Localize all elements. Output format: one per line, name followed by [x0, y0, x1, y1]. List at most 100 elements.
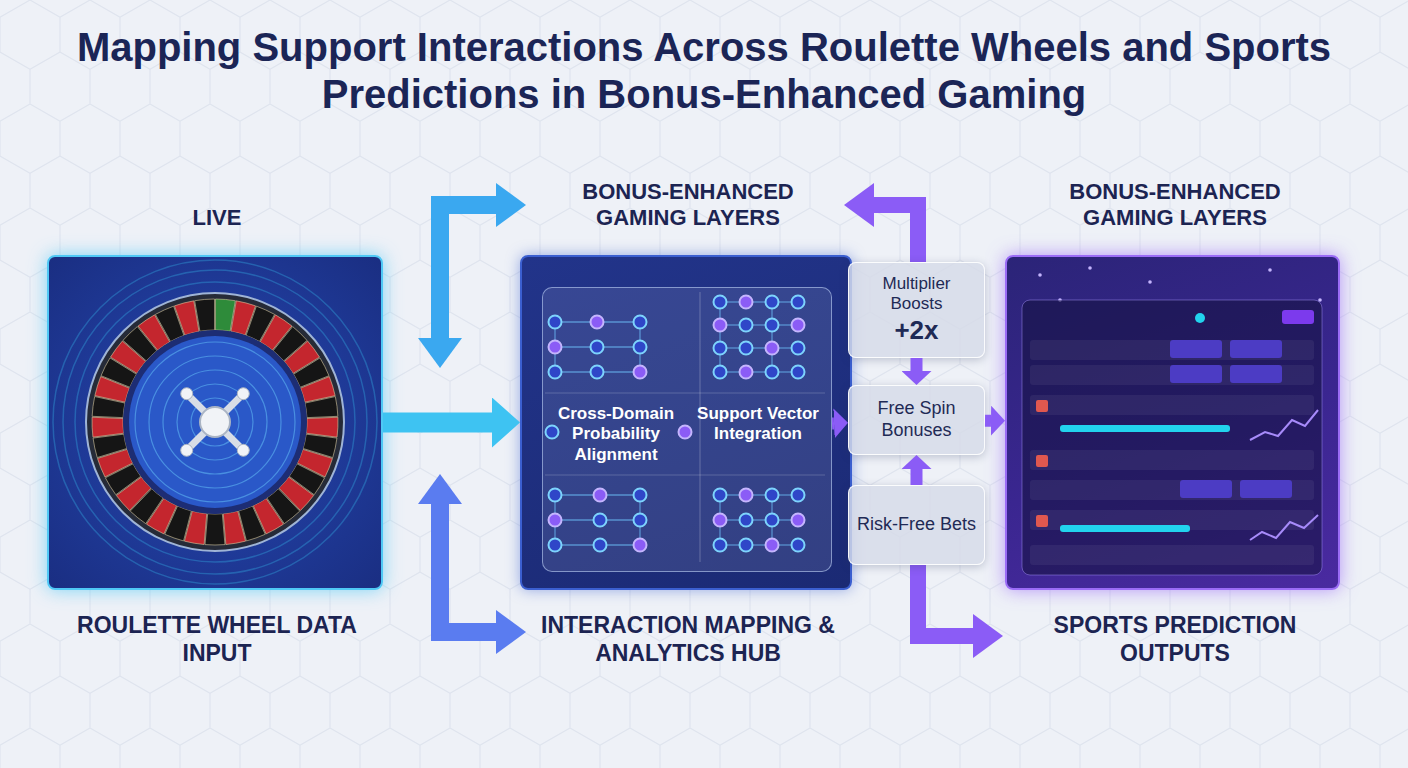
network-link [719, 325, 720, 348]
network-link [555, 346, 597, 347]
network-link [746, 347, 772, 348]
network-dot [549, 366, 562, 379]
network-dot [714, 514, 727, 527]
network-link [555, 321, 597, 322]
network-link [771, 325, 772, 348]
wheel-pocket [98, 449, 133, 477]
wheel-pocket [195, 299, 215, 331]
star-dot [1318, 298, 1322, 302]
network-dot [740, 296, 753, 309]
wheel-pocket [289, 464, 324, 495]
box-label: Cross-Domain Probability Alignment [549, 404, 683, 465]
network-dot [549, 316, 562, 329]
network-dot [714, 366, 727, 379]
network-dot [549, 341, 562, 354]
network-link [720, 324, 746, 325]
wheel-pocket [284, 341, 319, 373]
star-dot [1038, 273, 1042, 277]
network-dot [740, 539, 753, 552]
network-dot [594, 514, 607, 527]
network-link [771, 495, 772, 520]
wheel-pocket [92, 417, 124, 437]
grid-line [700, 292, 701, 562]
star-dot [1058, 298, 1062, 302]
table-row [1030, 480, 1314, 500]
box-label: Support Vector Integration [693, 404, 823, 445]
network-dot [634, 316, 647, 329]
network-dot [634, 489, 647, 502]
network-dot [546, 426, 559, 439]
hub-knob [237, 444, 249, 456]
network-dot [766, 296, 779, 309]
panel-caption: SPORTS PREDICTION OUTPUTS [1025, 612, 1325, 667]
grid-line [545, 475, 825, 476]
table-row [1030, 450, 1314, 470]
network-link [600, 494, 640, 495]
star-dot [1088, 266, 1092, 270]
table-row [1030, 340, 1314, 360]
network-link [554, 347, 555, 372]
wheel-pocket [205, 514, 225, 545]
panel-heading: LIVE [117, 205, 317, 231]
network-link [720, 301, 746, 302]
network-dot [634, 366, 647, 379]
data-panel: LIVEROULETTE WHEEL DATA INPUT [47, 255, 383, 590]
network-link [719, 348, 720, 372]
network-link [771, 348, 772, 372]
table-row [1030, 545, 1314, 565]
network-link [771, 520, 772, 545]
network-dot [792, 514, 805, 527]
wheel-pocket [95, 377, 130, 403]
network-link [639, 347, 640, 372]
wheel-pocket [305, 397, 338, 418]
network-link [772, 324, 798, 325]
wheel-pocket [165, 506, 192, 541]
network-link [554, 495, 555, 520]
network-dot [766, 366, 779, 379]
network-link [746, 544, 772, 545]
network-dot [766, 319, 779, 332]
cone-ring [135, 342, 295, 502]
team-icon [1036, 515, 1048, 527]
panel-heading: BONUS-ENHANCED GAMING LAYERS [1025, 179, 1325, 232]
wheel-hub [200, 407, 230, 437]
network-graph [545, 292, 825, 562]
hub-spoke [215, 422, 243, 450]
flow-arrow [383, 413, 492, 433]
odds-cell [1240, 480, 1292, 498]
wheel-pocket [223, 511, 245, 544]
network-dot [740, 489, 753, 502]
odds-cell [1170, 365, 1222, 383]
wheel-pocket [93, 434, 127, 457]
network-link [719, 520, 720, 545]
wheel-pocket [297, 449, 332, 477]
network-link [746, 519, 772, 520]
network-dot [549, 489, 562, 502]
glow-ring [53, 260, 377, 584]
odds-cell [1170, 340, 1222, 358]
hub-knob [237, 388, 249, 400]
network-dot [634, 514, 647, 527]
network-link [719, 495, 720, 520]
network-dot [740, 319, 753, 332]
network-link [719, 302, 720, 325]
network-link [772, 301, 798, 302]
network-dot [714, 489, 727, 502]
team-icon [1036, 455, 1048, 467]
wheel-pocket [111, 341, 146, 373]
network-link [639, 495, 640, 520]
diagram-title: Mapping Support Interactions Across Roul… [74, 24, 1334, 118]
odds-cell [1230, 340, 1282, 358]
network-link [746, 301, 772, 302]
wheel-pocket [215, 299, 235, 331]
network-link [772, 519, 798, 520]
network-link [772, 371, 798, 372]
wheel-pocket [306, 417, 338, 437]
network-link [772, 494, 798, 495]
wheel-pocket [101, 358, 136, 387]
network-link [597, 371, 640, 372]
network-link [771, 302, 772, 325]
star-dot [1148, 280, 1152, 284]
wheel-pocket [294, 358, 329, 387]
network-link [555, 494, 600, 495]
